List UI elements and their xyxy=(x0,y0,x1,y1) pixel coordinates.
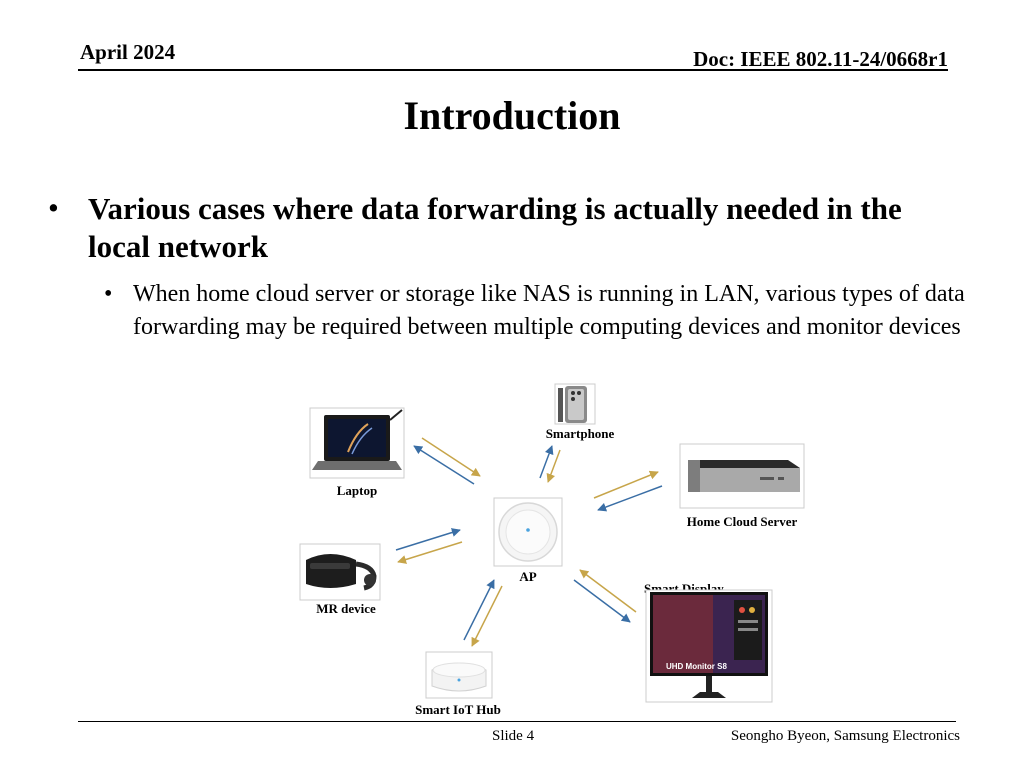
label-laptop: Laptop xyxy=(337,483,377,498)
label-home-cloud-server: Home Cloud Server xyxy=(687,514,798,529)
bullet-marker-level2: • xyxy=(104,281,113,307)
label-smart-iot-hub: Smart IoT Hub xyxy=(415,702,501,717)
smartphone-icon xyxy=(554,383,596,425)
arrow-mr-to-ap xyxy=(395,528,461,551)
laptop-icon xyxy=(309,407,405,479)
label-smartphone: Smartphone xyxy=(546,426,615,441)
arrow-ap-to-smartphone xyxy=(539,445,554,479)
header-date: April 2024 xyxy=(80,40,176,64)
network-diagram: Laptop Smartphone Home Cloud Server AP M… xyxy=(299,383,805,717)
label-mr-device: MR device xyxy=(316,601,376,616)
monitor-screen-text: UHD Monitor S8 xyxy=(666,662,727,671)
arrow-display-to-ap xyxy=(579,569,637,613)
footer-divider xyxy=(78,721,956,722)
header-divider xyxy=(78,69,948,71)
arrow-ap-to-home-cloud xyxy=(593,470,659,499)
slide-title: Introduction xyxy=(403,93,621,138)
arrow-ap-to-mr xyxy=(397,541,463,564)
smart-iot-hub-icon xyxy=(425,651,493,699)
arrow-home-cloud-to-ap xyxy=(597,485,663,512)
arrow-ap-to-laptop xyxy=(413,445,475,485)
bullet-marker-level1: • xyxy=(48,190,59,225)
footer-slide-number: Slide 4 xyxy=(492,728,535,744)
arrow-ap-to-iot xyxy=(471,585,503,647)
bullet-sub: When home cloud server or storage like N… xyxy=(133,281,965,340)
mr-device-icon xyxy=(299,543,381,601)
header-doc-id: Doc: IEEE 802.11-24/0668r1 xyxy=(693,47,948,71)
arrow-smartphone-to-ap xyxy=(546,449,561,483)
label-ap: AP xyxy=(519,569,536,584)
access-point-icon xyxy=(493,497,563,567)
home-cloud-server-icon xyxy=(679,443,805,509)
bullet-main: Various cases where data forwarding is a… xyxy=(88,191,902,264)
smart-display-icon: UHD Monitor S8 xyxy=(645,589,773,703)
arrow-iot-to-ap xyxy=(463,579,495,641)
footer-author: Seongho Byeon, Samsung Electronics xyxy=(730,728,960,744)
arrow-laptop-to-ap xyxy=(421,437,481,477)
arrow-ap-to-display xyxy=(573,579,631,623)
